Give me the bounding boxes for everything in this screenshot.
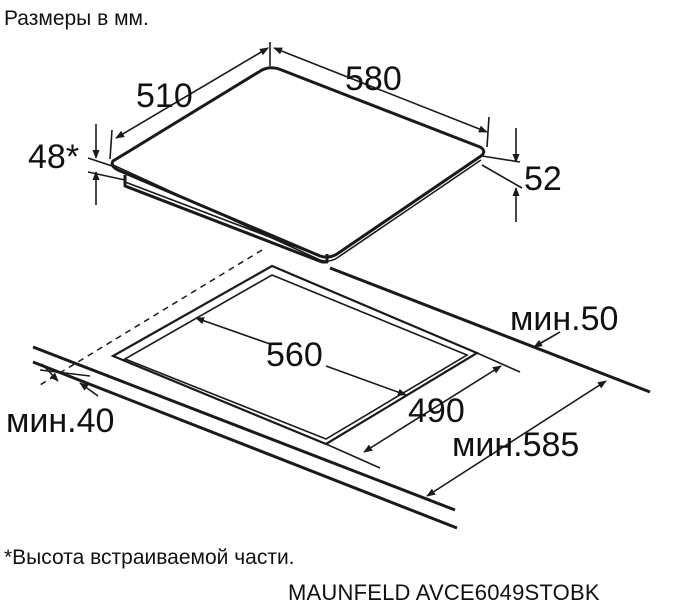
depth-dimension-line (115, 47, 269, 139)
min-countertop-depth-label: мин.585 (452, 426, 579, 464)
footnote: *Высота встраиваемой части. (4, 546, 295, 569)
hob-dimensions (87, 42, 523, 222)
cutout-inner (123, 274, 469, 440)
depth-label: 510 (136, 77, 193, 115)
units-note: Размеры в мм. (4, 7, 149, 30)
countertop-front-edge-bottom (32, 360, 458, 530)
cutout-depth-label: 490 (408, 392, 465, 430)
hob (110, 66, 486, 264)
builtin-height-label: 48* (28, 138, 79, 176)
countertop-front-edge-top (32, 345, 456, 512)
min-front-label: мин.40 (6, 402, 114, 440)
min-countertop-depth-line (426, 380, 607, 497)
countertop (32, 249, 651, 530)
min-front-arrow (41, 363, 59, 382)
hob-body-edge (124, 181, 326, 259)
hob-top-surface (110, 66, 486, 259)
cutout-dimensions (39, 317, 607, 497)
countertop-back-edge (329, 266, 651, 394)
total-height-label: 52 (524, 160, 562, 198)
width-dimension-line (273, 47, 488, 133)
width-label: 580 (345, 60, 402, 98)
min-front-arrow-2 (79, 382, 99, 397)
min-back-leader (533, 331, 561, 348)
cutout-width-label: 560 (266, 336, 323, 374)
min-back-label: мин.50 (510, 300, 618, 338)
model-name: MAUNFELD AVCE6049STOBK (288, 580, 600, 605)
